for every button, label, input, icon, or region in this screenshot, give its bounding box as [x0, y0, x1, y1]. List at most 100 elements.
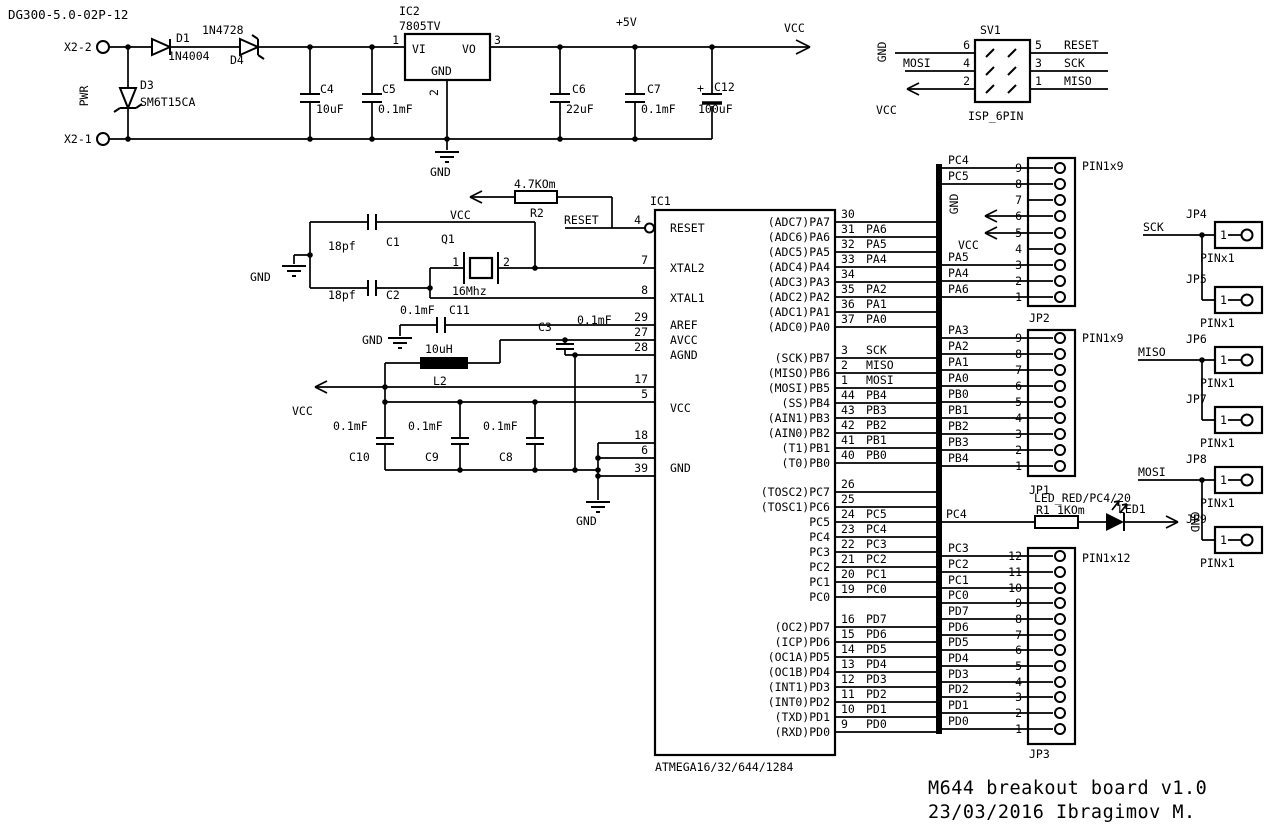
label-value: PIN1x12 — [1082, 551, 1130, 565]
label-pinnum: 7 — [1015, 628, 1022, 642]
led1-emission-arrows — [1111, 500, 1128, 514]
label-pin: (OC2)PD7 — [775, 620, 830, 634]
label-pinnum: 7 — [1015, 363, 1022, 377]
vcc-arrow-icon — [795, 39, 811, 55]
label-pinnum: 4 — [1015, 242, 1022, 256]
label-pinnum: 11 — [841, 687, 855, 701]
label-net: RESET — [1064, 38, 1099, 52]
gnd-symbol-crystal — [282, 265, 306, 277]
aref-wires — [399, 324, 655, 336]
resistor-r2 — [514, 190, 558, 204]
label-value: 0.1mF — [641, 102, 676, 116]
label-net: GND — [362, 333, 383, 347]
label-pin: (TOSC1)PC6 — [761, 500, 830, 514]
label-pin: PC0 — [809, 590, 830, 604]
jp2-wires — [942, 167, 1028, 298]
label-net: PC4 — [948, 153, 969, 167]
label-pin: (ADC1)PA1 — [768, 305, 830, 319]
jp2-pin-circles — [1054, 162, 1066, 303]
label-value: PIN1x9 — [1082, 331, 1124, 345]
label-pinnum: 39 — [634, 461, 648, 475]
jp3-pin-stubs — [1028, 555, 1053, 730]
sheet-id: DG300-5.0-02P-12 — [8, 7, 128, 22]
gnd-symbol-ic1 — [586, 501, 610, 513]
label-pinnum: 19 — [841, 582, 855, 596]
label-pinnum: 22 — [841, 537, 855, 551]
jpx-pin-circles — [1240, 228, 1254, 547]
label-pinnum: 1 — [1035, 74, 1042, 88]
label-net: PB3 — [866, 403, 887, 417]
label-net: PD7 — [866, 612, 887, 626]
ic1-body — [653, 208, 837, 757]
label-value: 0.1mF — [408, 419, 443, 433]
label-pinnum: 26 — [841, 477, 855, 491]
tvs-d3-bar — [113, 103, 143, 113]
label-ref: C10 — [349, 450, 370, 464]
label-net: PB1 — [948, 403, 969, 417]
crystal-q1-body — [468, 256, 494, 280]
label-net: PA1 — [866, 297, 887, 311]
label-net: VCC — [958, 238, 979, 252]
sv1-pin-ticks — [985, 48, 1017, 94]
label-pinnum: 30 — [841, 207, 855, 221]
label-value: 0.1mF — [577, 313, 612, 327]
label-net: PA5 — [866, 237, 887, 251]
board-title: M644 breakout board v1.0 — [928, 778, 1207, 799]
label-pin: PC5 — [809, 515, 830, 529]
label-pin: (SCK)PB7 — [775, 351, 830, 365]
label-net: PA4 — [866, 252, 887, 266]
x2-2-terminal — [96, 40, 110, 54]
label-ref: LED1 — [1118, 502, 1146, 516]
label-net: PD3 — [948, 667, 969, 681]
label-pinnum: 37 — [841, 312, 855, 326]
label-value: 4.7KOm — [514, 177, 556, 191]
label-net: PB3 — [948, 435, 969, 449]
reset-wires — [470, 196, 645, 229]
jp3-wires — [942, 555, 1028, 730]
label-net: MISO — [1064, 74, 1092, 88]
resistor-r1 — [1034, 515, 1079, 529]
label-net: PA3 — [948, 323, 969, 337]
diode-d1 — [151, 37, 173, 57]
label-pinnum: 9 — [1015, 161, 1022, 175]
label-net: PC0 — [948, 588, 969, 602]
label-ref: D1 — [176, 31, 190, 45]
label-value: PINx1 — [1200, 496, 1235, 510]
label-value: + — [697, 81, 704, 95]
crystal-q1-plates — [463, 252, 499, 284]
label-pinnum: 5 — [1015, 226, 1022, 240]
jp3-pin-circles — [1054, 550, 1066, 735]
label-ref: Q1 — [441, 232, 455, 246]
label-ref: PWR — [77, 86, 91, 107]
label-pin: (T1)PB1 — [782, 441, 831, 455]
ic1-gnd-wires — [597, 442, 655, 500]
label-pinnum: 1 — [392, 33, 399, 47]
label-net: PD7 — [948, 604, 969, 618]
label-net: MOSI — [903, 56, 931, 70]
label-pin: (RXD)PD0 — [775, 725, 830, 739]
jp1-body — [1026, 328, 1077, 478]
reset-inversion-bubble — [644, 222, 655, 234]
label-value: ISP_6PIN — [968, 109, 1023, 123]
label-pinnum: 9 — [841, 717, 848, 731]
label-pinnum: 5 — [641, 387, 648, 401]
label-pinnum: 18 — [634, 428, 648, 442]
label-pin: (ICP)PD6 — [775, 635, 830, 649]
label-ref: C9 — [425, 450, 439, 464]
label-pin: (INT1)PD3 — [768, 680, 830, 694]
label-net: PD0 — [948, 714, 969, 728]
label-net: PB0 — [948, 387, 969, 401]
label-pinnum: 8 — [1015, 347, 1022, 361]
label-ref: R2 — [530, 206, 544, 220]
label-pinnum: 34 — [841, 267, 855, 281]
label-pinnum: 2 — [963, 74, 970, 88]
label-pinnum: 8 — [1015, 177, 1022, 191]
label-pin: (ADC5)PA5 — [768, 245, 830, 259]
label-net: GND — [576, 514, 597, 528]
label-net: PA1 — [948, 355, 969, 369]
label-pinnum: 9 — [1015, 331, 1022, 345]
jp1-wires — [942, 337, 1028, 467]
led-circuit — [942, 500, 1179, 531]
sck-miso-mosi-wires — [1138, 234, 1215, 541]
